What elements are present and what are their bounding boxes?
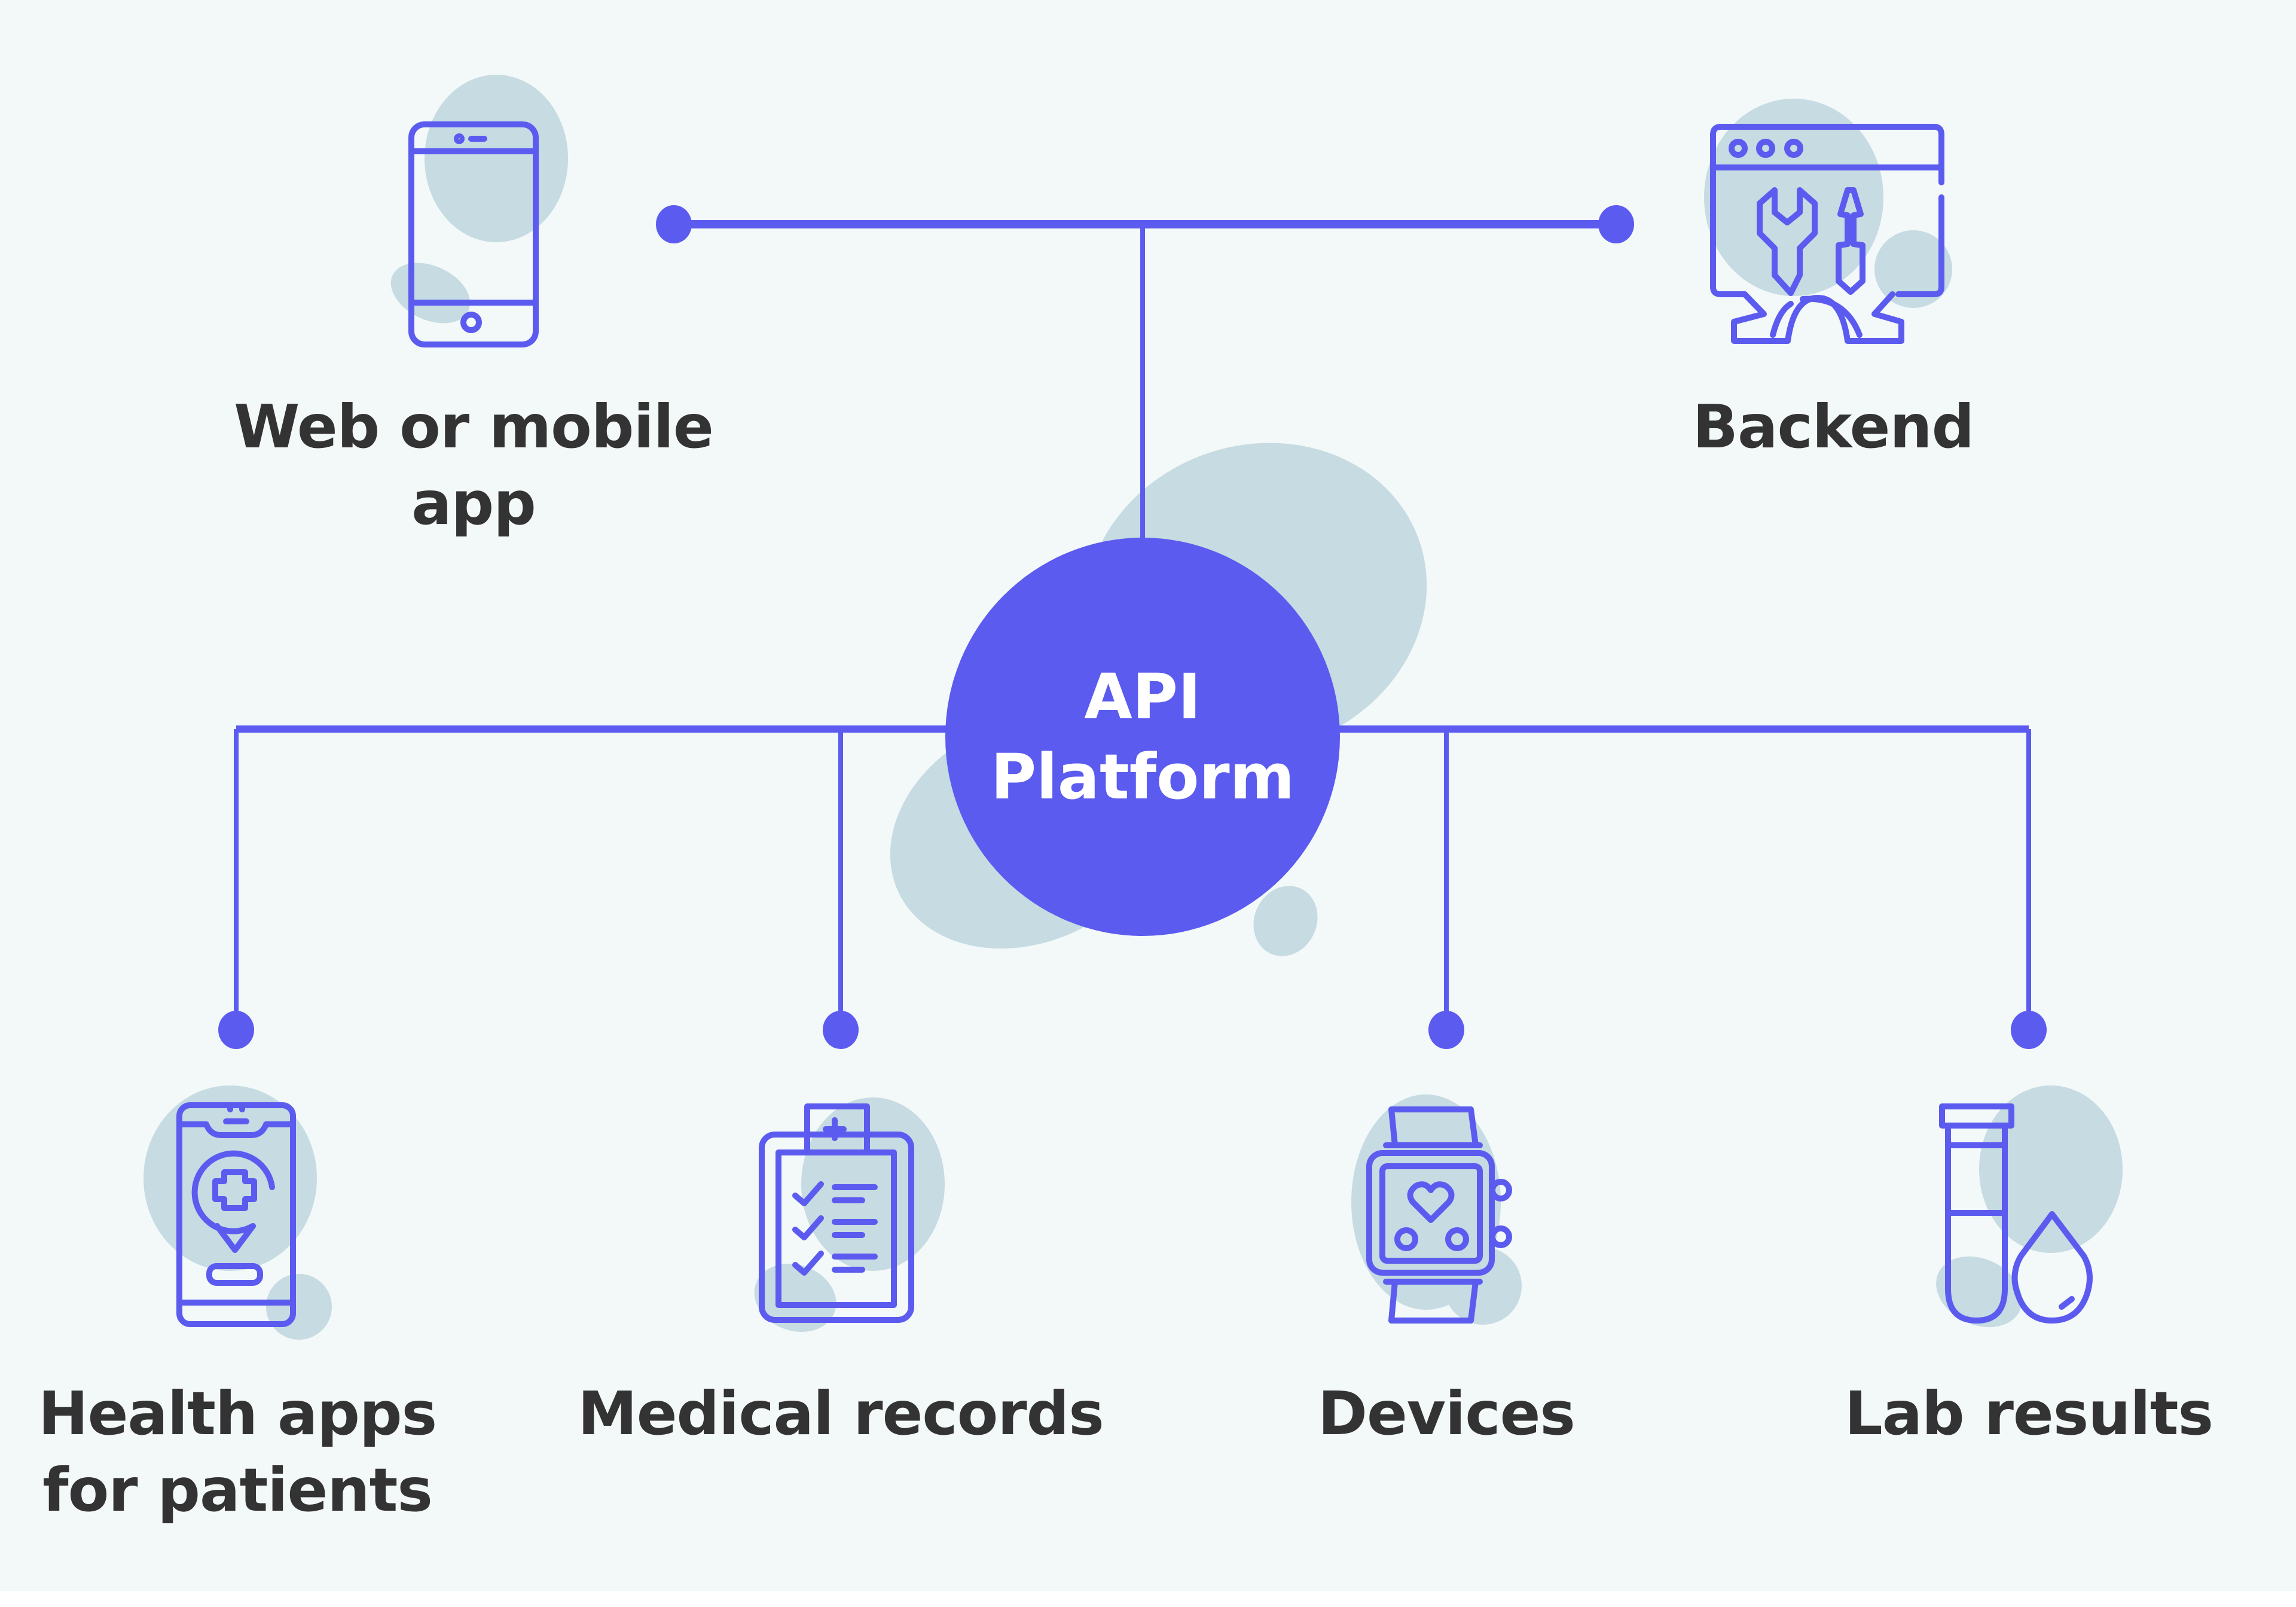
label-line: Health apps [38, 1379, 437, 1449]
dot-health-apps [218, 1011, 254, 1049]
dot-medical-records [823, 1011, 859, 1049]
dot-backend [1598, 205, 1634, 243]
label-line: Devices [1318, 1379, 1576, 1449]
label-line: for patients [42, 1455, 433, 1525]
label-line: Lab results [1844, 1379, 2213, 1449]
smartwatch-heart-icon [1366, 1106, 1512, 1324]
label-web-mobile-app: Web or mobile app [234, 389, 714, 542]
dot-lab-results [2011, 1011, 2047, 1049]
smartphone-icon [408, 121, 539, 347]
blob [144, 1085, 317, 1271]
api-platform-label: API Platform [991, 657, 1294, 817]
blob [425, 75, 568, 242]
browser-tools-gear-icon [1710, 124, 1944, 344]
api-platform-line1: API [1084, 660, 1201, 733]
label-line: app [411, 468, 536, 538]
label-line: Web or mobile [234, 392, 714, 462]
label-line: Medical records [578, 1379, 1104, 1449]
label-lab-results: Lab results [1845, 1376, 2213, 1452]
blob [1874, 230, 1952, 308]
api-platform-line2: Platform [990, 740, 1295, 813]
label-backend: Backend [1693, 389, 1974, 465]
medical-clipboard-icon [759, 1103, 914, 1323]
label-line: Backend [1692, 392, 1974, 462]
blob [266, 1274, 332, 1340]
phone-medical-pin-icon [176, 1102, 296, 1327]
label-medical-records: Medical records [578, 1376, 1104, 1452]
label-health-apps: Health apps for patients [38, 1376, 437, 1529]
label-devices: Devices [1318, 1376, 1576, 1452]
blob [1444, 1247, 1522, 1325]
blob [1979, 1085, 2123, 1253]
dot-devices [1428, 1011, 1464, 1049]
blob [754, 1264, 836, 1332]
test-tube-drop-icon [1939, 1103, 2093, 1324]
blob [1253, 886, 1318, 956]
connector-dots [218, 205, 2047, 1049]
api-platform-circle[interactable] [945, 538, 1340, 936]
dot-web-mobile [656, 205, 692, 243]
